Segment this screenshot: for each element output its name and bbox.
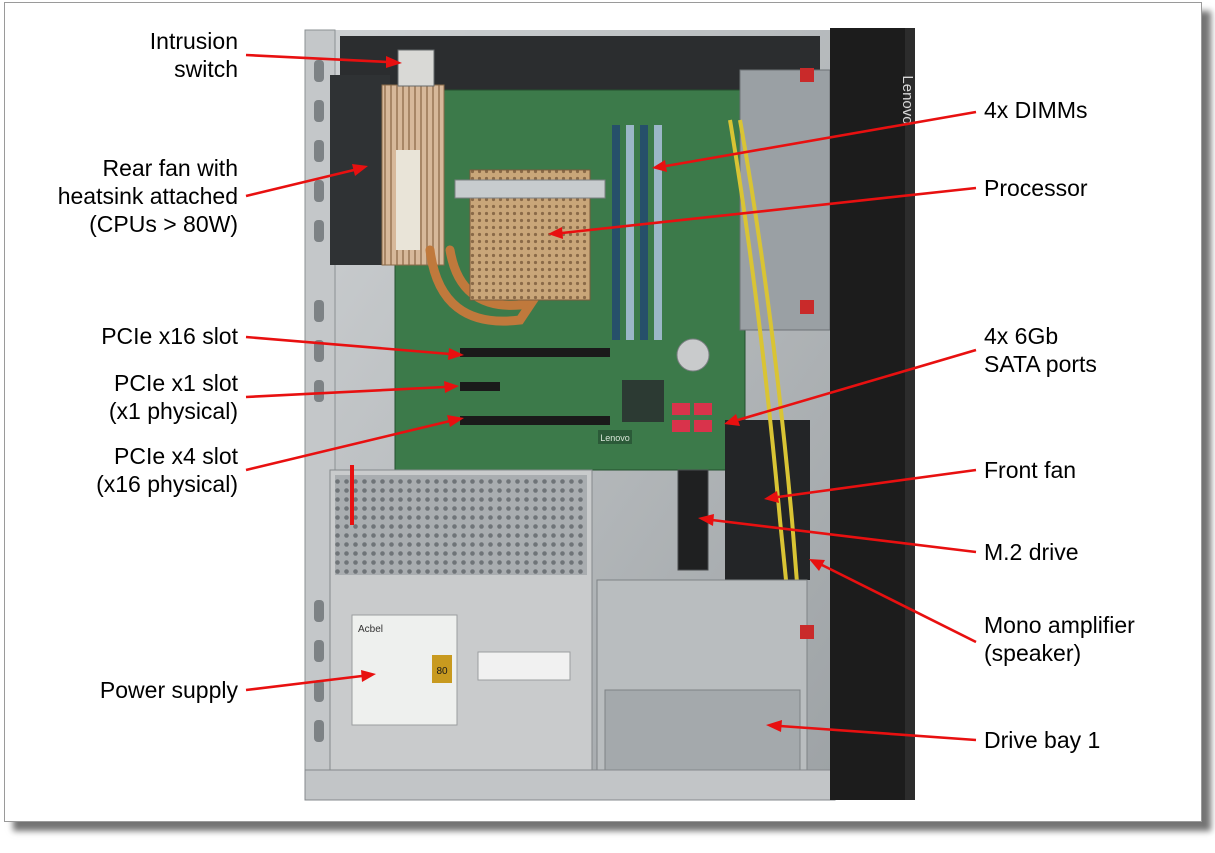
lead-processor <box>561 186 977 235</box>
arrow-pcie-x4 <box>447 415 464 427</box>
arrow-pcie-x16 <box>448 348 464 360</box>
lead-power-supply <box>245 674 363 692</box>
lead-front-fan <box>777 468 977 499</box>
psu-badge-text: 80 <box>436 666 448 677</box>
bezel-logo: Lenovo <box>899 75 916 124</box>
psu-badge <box>432 655 452 683</box>
chipset <box>622 380 664 422</box>
intrusion-switch <box>397 49 435 87</box>
lead-intrusion-switch <box>245 53 389 64</box>
dimm-slots <box>612 125 662 340</box>
lead-rear-fan <box>245 168 355 198</box>
board-logo-plate <box>598 430 632 444</box>
arrow-sata-ports <box>724 414 740 426</box>
lead-pcie-x4 <box>245 419 451 472</box>
arrow-drive-bay-1 <box>766 720 782 732</box>
lead-sata-ports <box>737 348 977 422</box>
lead-m2-drive <box>711 518 977 554</box>
pcie-slots <box>460 348 610 425</box>
arrow-pcie-x1 <box>444 381 459 393</box>
psu-label-text: Acbel <box>358 624 383 635</box>
psu-vent <box>335 475 587 575</box>
cmos-battery <box>676 338 710 372</box>
bezel-edge <box>905 28 915 800</box>
lead-pcie-x16 <box>245 335 451 356</box>
cooler-bracket <box>454 179 606 199</box>
arrow-dimms <box>652 160 667 172</box>
psu-barcode-label <box>477 651 571 681</box>
arrow-processor <box>548 227 563 239</box>
latch-mid-right <box>800 300 814 314</box>
lead-dimms <box>665 110 977 168</box>
arrow-rear-fan <box>352 164 368 176</box>
arrow-front-fan <box>764 491 779 503</box>
heatsink-sticker <box>396 150 420 250</box>
lead-mono-amplifier <box>821 563 977 644</box>
latch-low-right <box>800 625 814 639</box>
arrow-intrusion-switch <box>386 56 402 68</box>
arrow-power-supply <box>361 670 376 682</box>
arrow-m2-drive <box>698 514 714 526</box>
drive-bay-opening <box>604 689 801 776</box>
lead-pcie-x1 <box>245 385 446 399</box>
chassis-bottom-rail <box>304 769 836 801</box>
sata-ports <box>672 403 712 432</box>
arrow-mono-amplifier <box>809 559 825 571</box>
latch-top-right <box>800 68 814 82</box>
front-bezel <box>830 28 915 800</box>
lead-drive-bay-1 <box>779 724 977 742</box>
latch-left <box>350 465 354 525</box>
board-logo: Lenovo <box>600 433 630 443</box>
